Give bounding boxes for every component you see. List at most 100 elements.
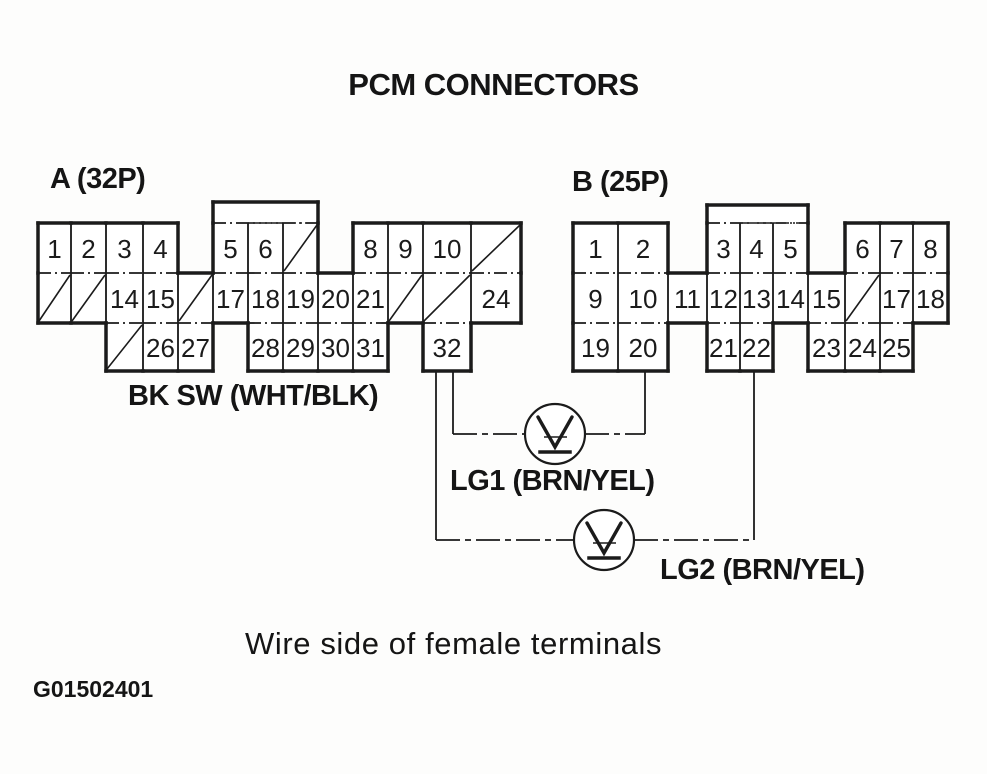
pin-number-a-26: 26	[146, 333, 175, 363]
pin-cell-a-18	[248, 273, 283, 323]
blank-cavity-slash	[845, 274, 880, 322]
pin-cell-a-27	[178, 323, 213, 371]
pin-number-a-10: 10	[433, 234, 462, 264]
pin-cell-b-7	[880, 223, 913, 273]
pin-number-b-10: 10	[629, 284, 658, 314]
pin-number-b-20: 20	[629, 333, 658, 363]
page-title: PCM CONNECTORS	[348, 67, 639, 102]
pin-number-a-24: 24	[482, 284, 511, 314]
connector-b-cap	[707, 205, 808, 223]
pin-number-a-18: 18	[251, 284, 280, 314]
pin-cell-b-21	[707, 323, 740, 371]
pin-number-b-12: 12	[709, 284, 738, 314]
pin-number-b-23: 23	[812, 333, 841, 363]
pin-number-a-21: 21	[356, 284, 385, 314]
wire-label-lg1: LG1 (BRN/YEL)	[450, 465, 655, 497]
figure-code: G01502401	[33, 676, 154, 702]
voltmeter-1-icon	[523, 402, 587, 466]
pin-number-b-6: 6	[855, 234, 869, 264]
pin-number-a-31: 31	[356, 333, 385, 363]
pin-cell-b-22	[740, 323, 773, 371]
connector-a-label: A (32P)	[50, 163, 146, 195]
voltmeter-1-icon	[536, 415, 574, 451]
pin-number-a-3: 3	[117, 234, 131, 264]
pin-number-a-5: 5	[223, 234, 237, 264]
pin-cell-b-6	[845, 223, 880, 273]
pin-cell-b-10	[618, 273, 668, 323]
pin-number-b-5: 5	[783, 234, 797, 264]
pin-number-a-14: 14	[110, 284, 139, 314]
pin-number-b-9: 9	[588, 284, 602, 314]
pin-number-b-1: 1	[588, 234, 602, 264]
pin-number-b-14: 14	[776, 284, 805, 314]
pin-number-b-19: 19	[581, 333, 610, 363]
pin-number-b-2: 2	[636, 234, 650, 264]
pin-number-a-27: 27	[181, 333, 210, 363]
pin-cell-a-30	[318, 323, 353, 371]
pin-number-a-28: 28	[251, 333, 280, 363]
pin-number-a-15: 15	[146, 284, 175, 314]
pin-cell-a-32	[423, 323, 471, 371]
pin-number-a-4: 4	[153, 234, 167, 264]
pin-cell-b-11	[668, 273, 707, 323]
pin-cell-a-15	[143, 273, 178, 323]
pin-cell-a-6	[248, 223, 283, 273]
pin-cell-b-3	[707, 223, 740, 273]
pin-cell-b-18	[913, 273, 948, 323]
pin-number-a-1: 1	[47, 234, 61, 264]
pin-number-a-19: 19	[286, 284, 315, 314]
pin-number-a-6: 6	[258, 234, 272, 264]
pin-cell-a-3	[106, 223, 143, 273]
blank-cavity-slash	[106, 324, 143, 370]
blank-cavity-slash	[423, 274, 471, 322]
pin-cell-a-29	[283, 323, 318, 371]
pin-cell-b-20	[618, 323, 668, 371]
pin-cell-a-20	[318, 273, 353, 323]
pin-cell-b-2	[618, 223, 668, 273]
pin-cell-b-4	[740, 223, 773, 273]
pin-cell-b-17	[880, 273, 913, 323]
pin-cell-a-4	[143, 223, 178, 273]
pin-cell-b-24	[845, 323, 880, 371]
blank-cavity-slash	[471, 224, 521, 272]
pin-cell-a-5	[213, 223, 248, 273]
pin-number-a-20: 20	[321, 284, 350, 314]
pin-cell-b-25	[880, 323, 913, 371]
pin-cell-a-17	[213, 273, 248, 323]
pin-cell-b-13	[740, 273, 773, 323]
blank-cavity-slash	[178, 274, 213, 322]
pin-number-b-13: 13	[742, 284, 771, 314]
pin-cell-b-9	[573, 273, 618, 323]
pin-cell-b-12	[707, 273, 740, 323]
pin-number-b-25: 25	[882, 333, 911, 363]
pin-number-a-17: 17	[216, 284, 245, 314]
pin-cell-a-9	[388, 223, 423, 273]
pin-number-b-17: 17	[882, 284, 911, 314]
pin-number-b-22: 22	[742, 333, 771, 363]
pin-number-b-15: 15	[812, 284, 841, 314]
pin-cell-a-1	[38, 223, 71, 273]
pin-number-b-24: 24	[848, 333, 877, 363]
pin-cell-a-24	[471, 273, 521, 323]
pin-cell-b-19	[573, 323, 618, 371]
pin-cell-a-8	[353, 223, 388, 273]
pin-cell-a-31	[353, 323, 388, 371]
wire-label-bk-sw: BK SW (WHT/BLK)	[128, 380, 379, 412]
voltmeter-2-icon	[585, 521, 623, 557]
blank-cavity-slash	[283, 224, 318, 272]
connector-b-label: B (25P)	[572, 166, 669, 198]
pin-cell-a-14	[106, 273, 143, 323]
pin-number-a-29: 29	[286, 333, 315, 363]
pin-number-b-21: 21	[709, 333, 738, 363]
caption-wire-side: Wire side of female terminals	[245, 626, 663, 661]
pin-cell-b-15	[808, 273, 845, 323]
pin-cell-b-5	[773, 223, 808, 273]
pin-number-a-32: 32	[433, 333, 462, 363]
pin-cell-a-19	[283, 273, 318, 323]
pin-number-b-4: 4	[749, 234, 763, 264]
pin-number-a-30: 30	[321, 333, 350, 363]
pin-number-b-18: 18	[916, 284, 945, 314]
pin-number-b-8: 8	[923, 234, 937, 264]
pin-cell-b-8	[913, 223, 948, 273]
